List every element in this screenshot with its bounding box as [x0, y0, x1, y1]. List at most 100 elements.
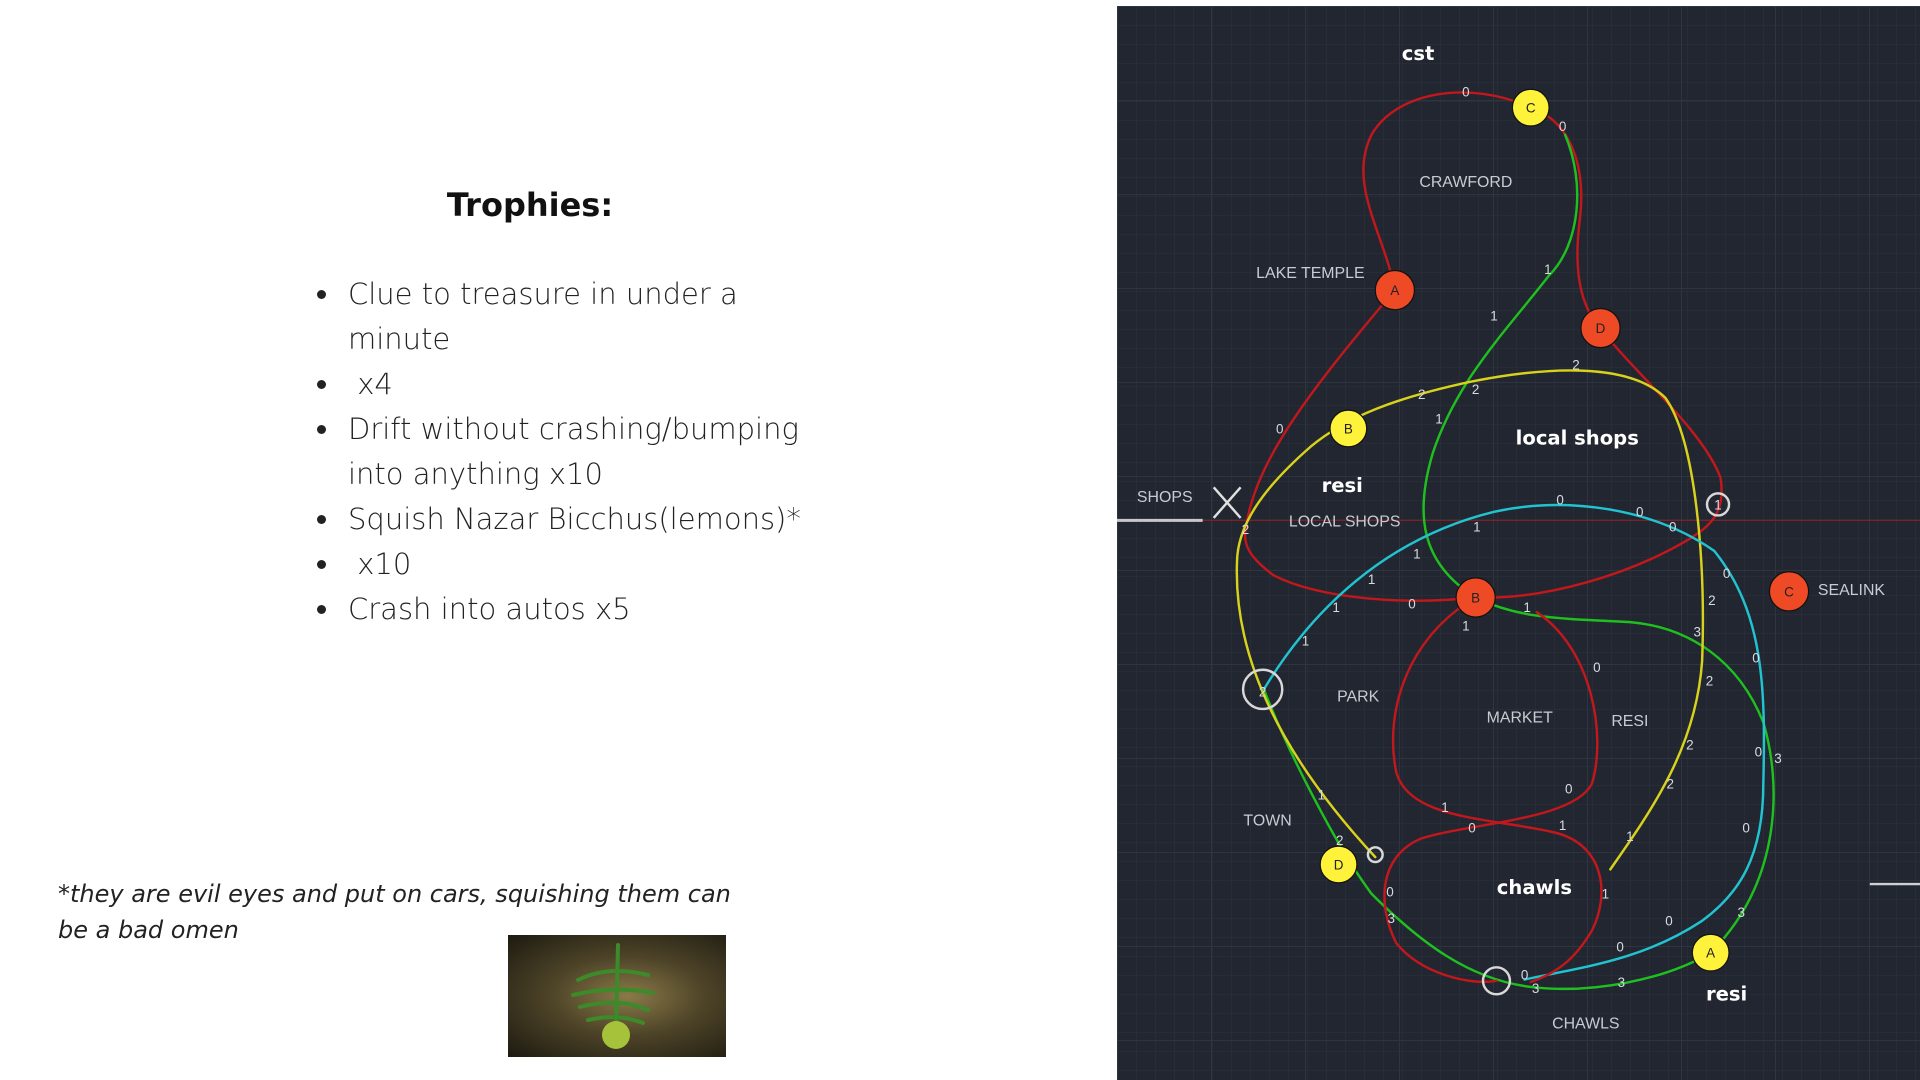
ring-label: 1	[1714, 497, 1721, 512]
segment-number: 3	[1532, 981, 1539, 996]
bold-label-cst: cst	[1402, 42, 1435, 65]
segment-number: 0	[1276, 421, 1283, 436]
segment-number: 0	[1723, 566, 1730, 581]
segment-number: 1	[1473, 519, 1480, 534]
area-label-resi: RESI	[1611, 713, 1648, 730]
area-label-shops: SHOPS	[1137, 489, 1193, 506]
svg-text:B: B	[1471, 590, 1480, 605]
segment-number: 2	[1418, 387, 1425, 402]
area-label-chawls: CHAWLS	[1552, 1016, 1619, 1033]
marker-b-red[interactable]: B	[1455, 577, 1496, 618]
area-label-park: PARK	[1337, 689, 1380, 706]
svg-text:A: A	[1706, 946, 1715, 961]
segment-number: 2	[1708, 593, 1715, 608]
trophy-item: x4	[342, 362, 802, 407]
segment-number: 1	[1490, 309, 1497, 324]
segment-number: 0	[1386, 884, 1393, 899]
trophy-item: Clue to treasure in under a minute	[342, 272, 802, 362]
segment-number: 1	[1626, 829, 1633, 844]
segment-number: 1	[1462, 619, 1469, 634]
route-red-inner-2	[1383, 610, 1599, 983]
segment-number: 2	[1242, 522, 1249, 537]
bold-label-local-shops: local shops	[1516, 426, 1639, 449]
segment-number: 3	[1387, 911, 1394, 926]
route-yellow	[1235, 369, 1705, 871]
area-label-lake-temple: LAKE TEMPLE	[1256, 265, 1364, 282]
segment-number: 0	[1593, 660, 1600, 675]
checkpoint-ring	[1366, 846, 1384, 864]
trophy-item: Drift without crashing/bumping into anyt…	[342, 407, 802, 497]
segment-number: 1	[1441, 800, 1448, 815]
trophy-item: x10	[342, 542, 802, 587]
bold-label-chawls: chawls	[1497, 876, 1572, 899]
segment-number: 0	[1565, 781, 1572, 796]
nazar-battu-image	[508, 935, 726, 1057]
segment-number: 1	[1318, 788, 1325, 803]
segment-number: 0	[1752, 650, 1759, 665]
segment-number: 0	[1742, 821, 1749, 836]
segment-number: 1	[1332, 600, 1339, 615]
segment-number: 0	[1468, 821, 1475, 836]
segment-number: 0	[1616, 939, 1623, 954]
segment-number: 1	[1368, 572, 1375, 587]
segment-number: 0	[1408, 597, 1415, 612]
segment-number: 1	[1602, 887, 1609, 902]
segment-number: 1	[1435, 412, 1442, 427]
route-red-inner	[1391, 596, 1603, 984]
segment-number: 3	[1618, 975, 1625, 990]
x-mark-icon	[1212, 486, 1242, 519]
bold-label-resi-2: resi	[1706, 982, 1747, 1005]
marker-d-red[interactable]: D	[1580, 307, 1621, 349]
segment-number: 0	[1665, 914, 1672, 929]
segment-number: 0	[1669, 519, 1676, 534]
svg-text:B: B	[1344, 421, 1353, 436]
marker-a-red[interactable]: A	[1374, 269, 1416, 311]
segment-number: 1	[1523, 600, 1530, 615]
route-green	[1262, 133, 1775, 990]
segment-number: 2	[1572, 358, 1579, 373]
segment-number: 2	[1667, 777, 1674, 792]
segment-number: 3	[1774, 751, 1781, 766]
area-label-sealink: SEALINK	[1818, 582, 1886, 599]
area-label-market: MARKET	[1487, 709, 1554, 726]
footnote: *they are evil eyes and put on cars, squ…	[58, 880, 731, 944]
segment-number: 1	[1413, 546, 1420, 561]
segment-number: 1	[1302, 633, 1309, 648]
checkpoint-ring	[1705, 492, 1731, 517]
marker-a-yellow[interactable]: A	[1691, 933, 1730, 972]
segment-number: 1	[1544, 262, 1551, 277]
checkpoint-ring	[1481, 966, 1512, 996]
segment-number: 3	[1693, 625, 1700, 640]
ring-label: 2	[1259, 685, 1266, 700]
route-cyan	[1262, 503, 1766, 981]
trophies-title: Trophies:	[446, 186, 614, 224]
svg-text:A: A	[1390, 283, 1399, 298]
trophy-item: Squish Nazar Bicchus(lemons)*	[342, 497, 802, 542]
marker-b-yellow[interactable]: B	[1329, 409, 1368, 448]
marker-d-yellow[interactable]: D	[1319, 845, 1358, 884]
svg-text:D: D	[1596, 321, 1606, 336]
svg-text:C: C	[1784, 584, 1794, 599]
segment-number: 2	[1336, 833, 1343, 848]
segment-number: 2	[1706, 674, 1713, 689]
segment-number: 0	[1521, 968, 1528, 983]
segment-number: 2	[1686, 737, 1693, 752]
segment-number: 2	[1472, 382, 1479, 397]
marker-c-yellow[interactable]: C	[1511, 88, 1550, 127]
trophy-item: Crash into autos x5	[342, 587, 802, 632]
segment-number: 0	[1462, 85, 1469, 100]
segment-number: 0	[1556, 492, 1563, 507]
segment-number: 0	[1755, 745, 1762, 760]
segment-number: 1	[1559, 818, 1566, 833]
segment-number: 3	[1738, 905, 1745, 920]
marker-c-red[interactable]: C	[1768, 571, 1810, 612]
svg-text:C: C	[1526, 101, 1536, 116]
bold-label-resi: resi	[1322, 474, 1363, 497]
segment-number: 0	[1636, 505, 1643, 520]
svg-text:D: D	[1334, 857, 1344, 872]
checkpoint-ring	[1241, 668, 1284, 711]
area-label-local-shops: LOCAL SHOPS	[1289, 513, 1401, 530]
area-label-town: TOWN	[1243, 812, 1291, 829]
